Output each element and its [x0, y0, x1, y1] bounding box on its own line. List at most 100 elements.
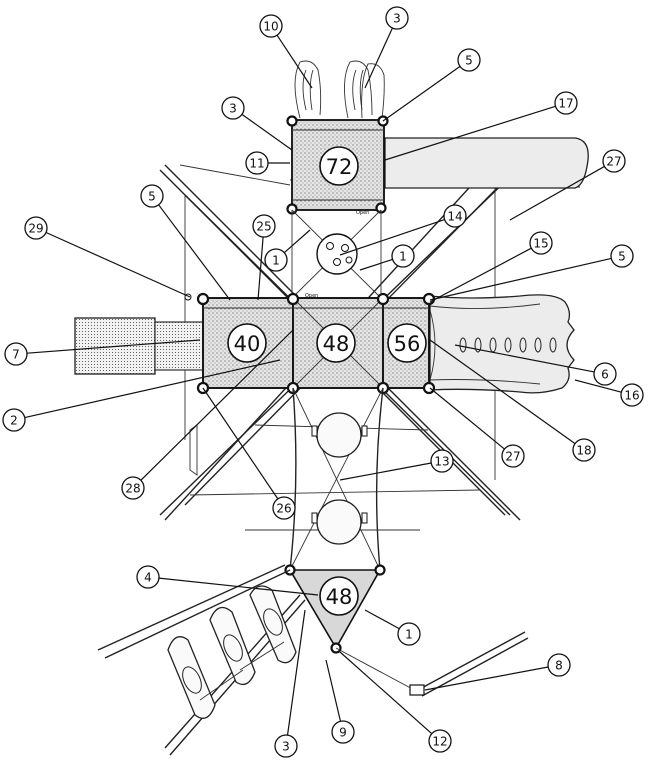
- callout-circle: [572, 438, 596, 462]
- callout-c8: 8: [424, 653, 571, 691]
- callout-leader-line: [202, 387, 279, 500]
- height-circle: [227, 323, 267, 363]
- callout-number: 10: [263, 20, 278, 34]
- callout-number: 5: [618, 250, 626, 264]
- callout-c27a: 27: [509, 149, 626, 221]
- callout-circle: [2, 408, 26, 432]
- callout-circle: [554, 91, 578, 115]
- callout-number: 1: [399, 250, 407, 264]
- connector-72-48: [291, 209, 382, 299]
- callout-number: 11: [249, 157, 264, 171]
- callout-c13: 13: [339, 449, 454, 481]
- callout-c14: 14: [339, 204, 467, 256]
- callout-leader-line: [429, 339, 576, 445]
- callout-c15: 15: [429, 231, 553, 303]
- callout-circle: [221, 96, 245, 120]
- end-post: [409, 684, 425, 696]
- callout-leader-line: [424, 666, 549, 691]
- callout-c2: 2: [2, 359, 281, 432]
- callout-number: 5: [148, 190, 156, 204]
- callout-circle: [501, 444, 525, 468]
- callout-number: 26: [276, 502, 291, 516]
- spinner-disc: [316, 233, 358, 275]
- callout-c6: 6: [454, 344, 617, 386]
- deck-48-bottom-group: [97, 564, 529, 756]
- callout-leader-line: [359, 258, 393, 271]
- deck-72-group: Open: [286, 60, 589, 216]
- deck-height-label: 72: [326, 155, 353, 179]
- callout-leader-line: [158, 204, 231, 301]
- callout-number: 6: [601, 368, 609, 382]
- callout-circle: [272, 496, 296, 520]
- callout-c16: 16: [574, 379, 644, 407]
- climber-top-mid: [344, 60, 373, 119]
- callout-number: 27: [606, 155, 621, 169]
- callout-c5c: 5: [429, 244, 634, 301]
- callout-leader-line: [339, 651, 433, 735]
- callout-number: 18: [576, 444, 591, 458]
- callout-leader-line: [384, 105, 556, 161]
- callout-leader-line: [382, 65, 461, 122]
- callout-number: 2: [10, 414, 18, 428]
- callout-circle: [24, 216, 48, 240]
- slide-top: [384, 137, 589, 189]
- callout-c1b: 1: [359, 244, 415, 271]
- callout-c3b: 3: [221, 96, 293, 151]
- callout-number: 1: [272, 254, 280, 268]
- callout-number: 7: [12, 348, 20, 362]
- callout-circle: [259, 14, 283, 38]
- height-circle: [319, 576, 359, 616]
- callout-number: 17: [558, 97, 573, 111]
- callout-leader-line: [429, 257, 612, 301]
- callout-circle: [428, 729, 452, 753]
- callout-leader-line: [364, 27, 393, 89]
- callout-leader-line: [454, 344, 595, 373]
- callout-circle: [140, 184, 164, 208]
- callout-circle: [529, 231, 553, 255]
- stepping-disc-1: [316, 412, 362, 458]
- callout-circle: [121, 476, 145, 500]
- callout-circle: [385, 6, 409, 30]
- callout-c29: 29: [24, 216, 191, 298]
- callout-number: 1: [405, 628, 413, 642]
- callout-number: 4: [144, 571, 152, 585]
- callout-c4: 4: [136, 565, 319, 596]
- callout-number: 14: [447, 210, 462, 224]
- deck-72-height-marker: 72: [319, 146, 359, 186]
- callout-leader-line: [45, 231, 191, 298]
- callout-c18: 18: [429, 339, 596, 462]
- callout-c7: 7: [4, 339, 201, 366]
- callout-leader-line: [509, 165, 605, 221]
- callout-c3c: 3: [274, 609, 306, 758]
- callout-number: 15: [533, 237, 548, 251]
- callout-circle: [620, 383, 644, 407]
- callout-leader-line: [325, 659, 342, 722]
- climber-top-left: [294, 60, 322, 119]
- callout-leader-line: [574, 379, 622, 393]
- callout-c3a: 3: [364, 6, 409, 89]
- callout-c25: 25: [252, 214, 276, 301]
- callout-circle: [457, 48, 481, 72]
- callout-number: 29: [28, 222, 43, 236]
- callout-circle: [602, 149, 626, 173]
- callout-number: 3: [282, 740, 290, 754]
- callout-leader-line: [339, 218, 445, 256]
- callout-leader-line: [26, 339, 201, 354]
- height-circle: [319, 146, 359, 186]
- callout-leader-line: [241, 113, 293, 151]
- height-circle: [387, 323, 427, 363]
- callout-circle: [397, 622, 421, 646]
- callout-c27b: 27: [429, 387, 525, 468]
- stepping-disc-2: [316, 499, 362, 545]
- callout-leader-line: [257, 236, 264, 301]
- callout-circle: [264, 248, 288, 272]
- callout-c11: 11: [245, 151, 290, 175]
- callout-c12: 12: [339, 651, 452, 753]
- callout-leader-line: [24, 359, 281, 419]
- callout-circle: [593, 362, 617, 386]
- callout-leader-line: [364, 609, 400, 630]
- callout-leader-line: [429, 387, 505, 450]
